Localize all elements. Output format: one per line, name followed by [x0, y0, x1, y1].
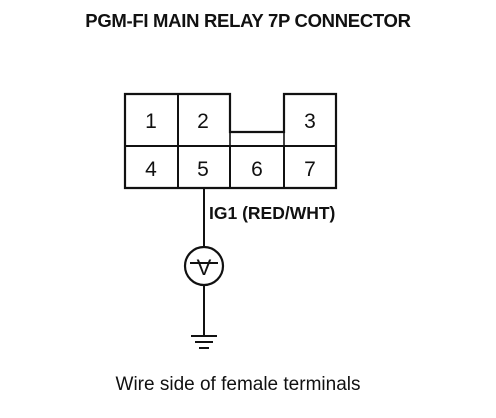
- wire-label: IG1 (RED/WHT): [209, 203, 335, 223]
- pin-6-label: 6: [251, 158, 263, 181]
- voltmeter-symbol: V: [197, 255, 212, 280]
- ground-icon: [191, 335, 217, 349]
- diagram-title: PGM-FI MAIN RELAY 7P CONNECTOR: [85, 10, 411, 31]
- connector-housing: [123, 92, 338, 190]
- pin-3-label: 3: [304, 110, 316, 133]
- pin-5-label: 5: [197, 158, 209, 181]
- voltmeter-icon: V: [183, 245, 225, 287]
- pin-2-label: 2: [197, 110, 209, 133]
- pin-4-label: 4: [145, 158, 157, 181]
- pin-1-label: 1: [145, 110, 157, 133]
- diagram-caption: Wire side of female terminals: [115, 374, 361, 395]
- pin-7-label: 7: [304, 158, 316, 181]
